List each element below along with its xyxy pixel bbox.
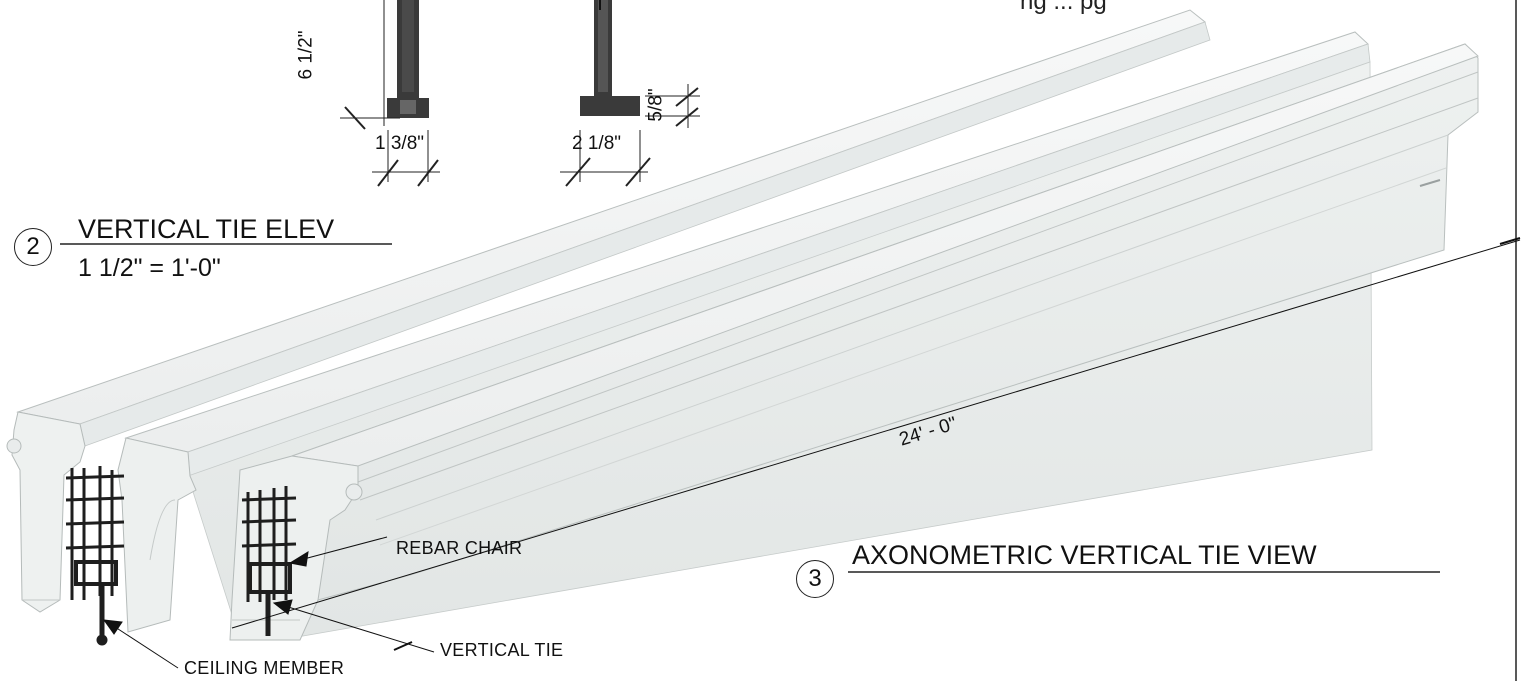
elevation-view-title: VERTICAL TIE ELEV: [78, 214, 335, 244]
vertical-tie-label: VERTICAL TIE: [440, 640, 564, 660]
left-width-dimension-label: 1 3/8": [375, 133, 425, 154]
flange-dimension-label: 5/8": [645, 88, 667, 122]
precast-beam-c: [229, 43, 1479, 641]
length-dimension: [231, 237, 1521, 651]
rebar-cage-right: [241, 486, 297, 636]
view-number-bubble-2: 2: [14, 228, 52, 266]
height-dimension-label: 6 1/2": [295, 30, 317, 80]
rebar-chair-label: REBAR CHAIR: [396, 538, 523, 558]
right-width-dimension-label: 2 1/8": [572, 133, 622, 154]
vertical-tie-elevation-right: [560, 0, 700, 187]
elevation-view-scale: 1 1/2" = 1'-0": [78, 254, 221, 282]
axonometric-view-title: AXONOMETRIC VERTICAL TIE VIEW: [852, 540, 1317, 570]
callout-leaders: [102, 536, 435, 669]
rebar-cage-left: [65, 466, 125, 646]
top-note: ng ... pg: [1020, 0, 1107, 15]
vertical-tie-elevation-left: [340, 0, 440, 187]
ceiling-member-label: CEILING MEMBER: [184, 658, 345, 678]
view-number-bubble-3: 3: [796, 560, 834, 598]
precast-beam-a: [6, 9, 1211, 613]
